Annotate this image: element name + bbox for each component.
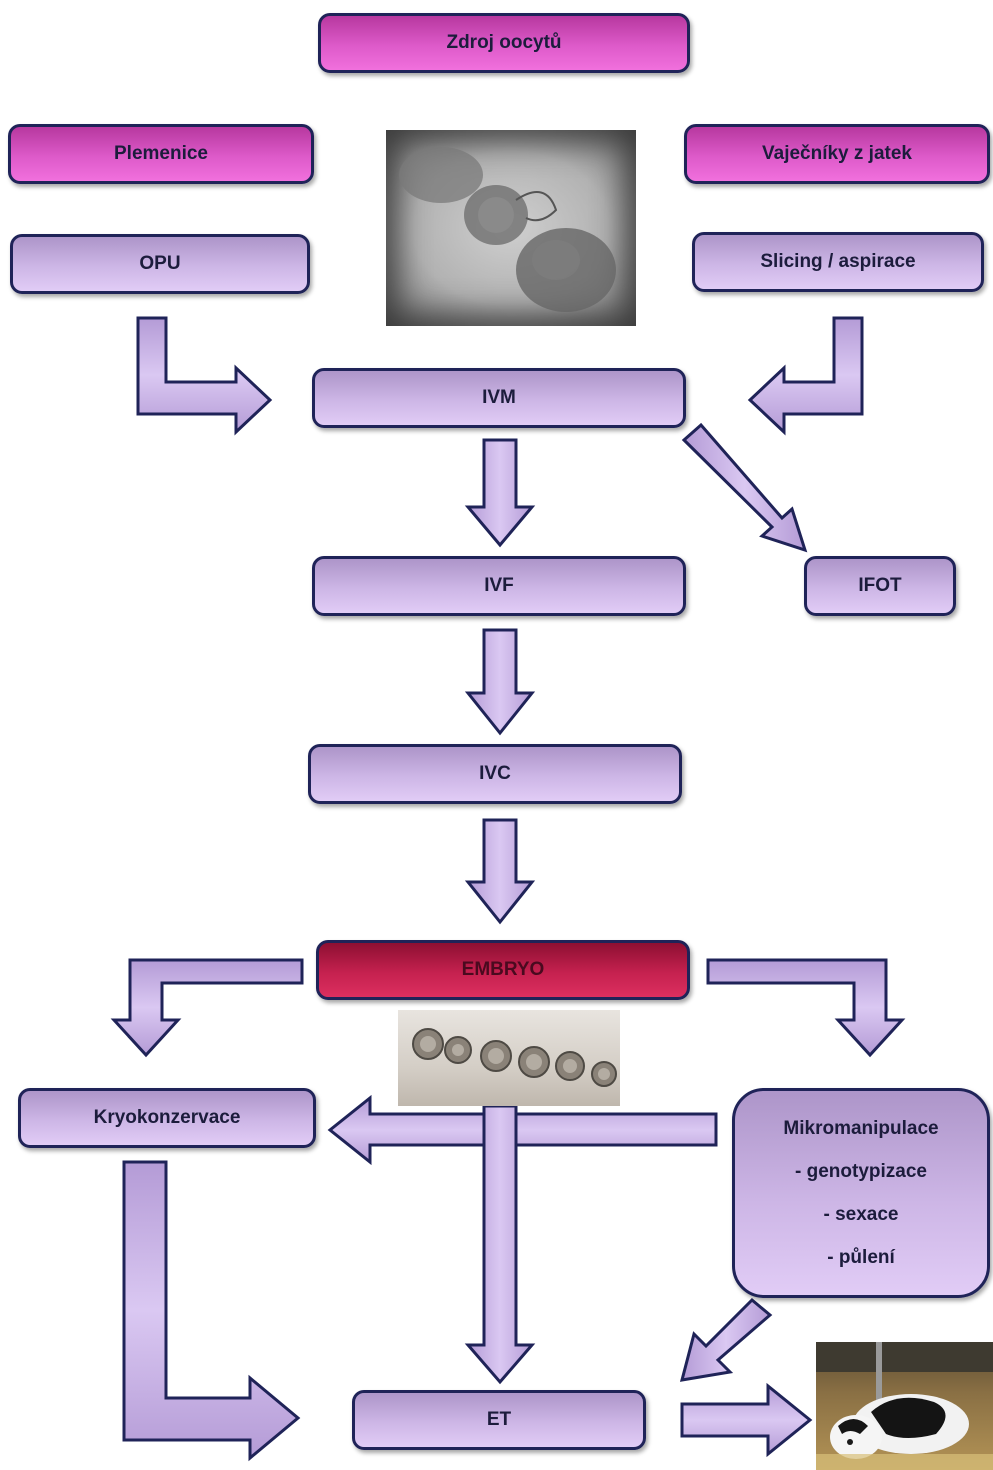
arrow-et-to-calf [680,1382,813,1458]
microscope-oocytes-image [386,130,636,326]
node-slicing-label: Slicing / aspirace [760,251,916,272]
node-mikromanipulace: Mikromanipulace - genotypizace - sexace … [732,1088,990,1298]
arrow-ivc-to-embryo [464,818,536,925]
node-et: ET [352,1390,646,1450]
node-ivc-label: IVC [479,763,511,784]
node-zdroj-label: Zdroj oocytů [446,32,562,53]
node-opu: OPU [10,234,310,294]
node-mikro-item-puleni: - půlení [827,1247,895,1268]
node-et-label: ET [486,1409,512,1430]
oocytes-drawing [399,147,616,312]
node-ivf-label: IVF [484,575,514,596]
arrow-ivm-to-ifot [681,422,808,553]
arrow-slicing-to-ivm [747,316,864,436]
node-embryo-label: EMBRYO [461,959,545,980]
node-plemenice-label: Plemenice [114,143,208,164]
arrow-opu-to-ivm [136,316,273,436]
arrow-ivm-to-ivf [464,438,536,548]
node-opu-label: OPU [139,253,181,274]
arrow-embryo-to-et [464,1104,536,1385]
node-ivm-label: IVM [482,387,516,408]
node-ivc: IVC [308,744,682,804]
node-kryo-label: Kryokonzervace [93,1107,241,1128]
node-kryokonzervace: Kryokonzervace [18,1088,316,1148]
arrow-mikro-to-kryo [327,1094,718,1166]
node-vajecniky-label: Vaječníky z jatek [762,143,912,164]
node-zdroj-oocytu: Zdroj oocytů [318,13,690,73]
node-ifot: IFOT [804,556,956,616]
arrow-embryo-to-mikro [706,958,906,1058]
node-plemenice: Plemenice [8,124,314,184]
node-slicing: Slicing / aspirace [692,232,984,292]
arrow-ivf-to-ivc [464,628,536,736]
embryos-drawing [412,1028,617,1087]
node-ivm: IVM [312,368,686,428]
node-vajecniky: Vaječníky z jatek [684,124,990,184]
arrow-kryo-to-et [122,1160,301,1462]
microscope-embryos-image [398,1010,620,1106]
arrow-embryo-to-kryo [110,958,304,1058]
node-ivf: IVF [312,556,686,616]
node-ifot-label: IFOT [858,575,902,596]
node-embryo: EMBRYO [316,940,690,1000]
calf-photo [816,1342,993,1470]
arrow-mikro-to-et [679,1297,773,1382]
calf-drawing [816,1342,993,1470]
node-mikro-item-genotypizace: - genotypizace [795,1161,927,1182]
node-mikro-item-sexace: - sexace [823,1204,899,1225]
node-mikro-title: Mikromanipulace [783,1118,939,1139]
